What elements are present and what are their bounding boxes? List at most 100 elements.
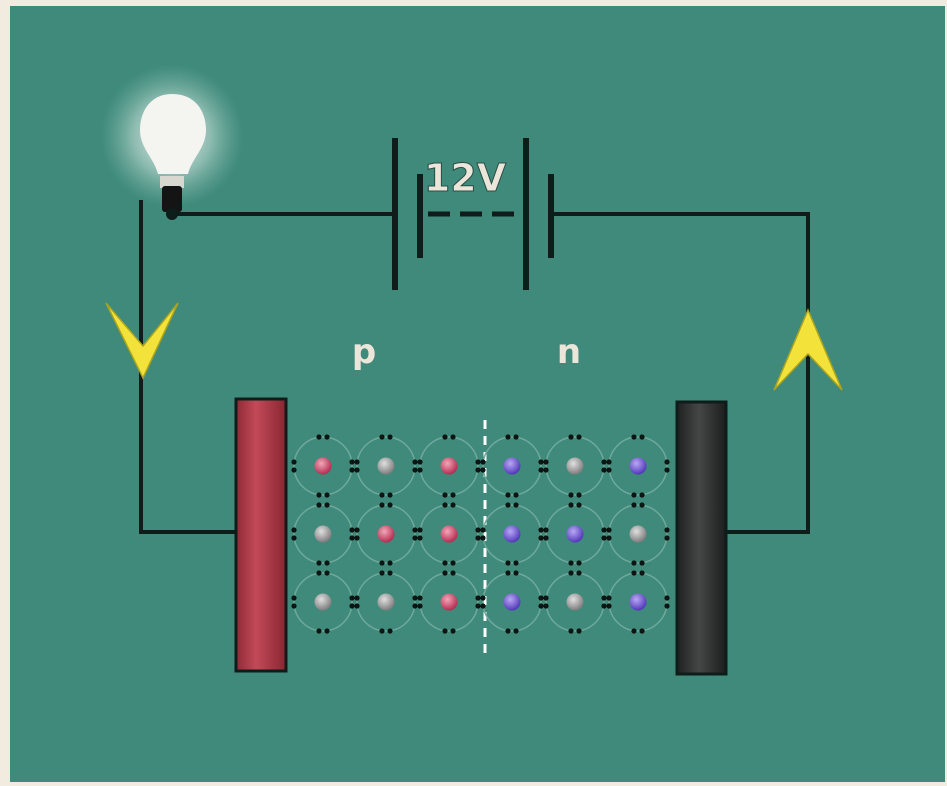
electron-shell bbox=[356, 572, 416, 632]
atom-red bbox=[354, 502, 418, 566]
atom-red bbox=[291, 434, 355, 498]
nucleus-red bbox=[440, 593, 458, 611]
electron bbox=[631, 502, 637, 508]
electron bbox=[576, 434, 582, 440]
electron bbox=[354, 535, 360, 541]
electron bbox=[576, 570, 582, 576]
nucleus-blue bbox=[503, 457, 521, 475]
electron bbox=[480, 595, 486, 601]
current-arrow-up-icon bbox=[773, 308, 843, 391]
electron bbox=[538, 603, 544, 609]
electron bbox=[568, 628, 574, 634]
electron bbox=[631, 628, 637, 634]
electron-shell bbox=[356, 436, 416, 496]
atom-red bbox=[417, 570, 481, 634]
current-arrow-down-icon bbox=[105, 302, 179, 380]
electron bbox=[475, 527, 481, 533]
electron bbox=[543, 603, 549, 609]
electron bbox=[387, 434, 393, 440]
light-bulb-icon bbox=[100, 64, 244, 220]
electron bbox=[543, 595, 549, 601]
electron bbox=[513, 560, 519, 566]
electron bbox=[442, 628, 448, 634]
electron bbox=[475, 535, 481, 541]
electron bbox=[442, 492, 448, 498]
atom-red bbox=[417, 502, 481, 566]
electron bbox=[568, 502, 574, 508]
nucleus-red bbox=[314, 457, 332, 475]
battery-symbol bbox=[392, 138, 554, 290]
electron bbox=[324, 628, 330, 634]
electron bbox=[417, 595, 423, 601]
electron bbox=[379, 560, 385, 566]
electron bbox=[480, 459, 486, 465]
electron-shell bbox=[608, 436, 668, 496]
electron bbox=[349, 459, 355, 465]
electron bbox=[450, 434, 456, 440]
atom-blue bbox=[480, 434, 544, 498]
electron-shell bbox=[482, 436, 542, 496]
electron bbox=[450, 502, 456, 508]
electron bbox=[349, 535, 355, 541]
electron bbox=[417, 535, 423, 541]
atom-gray bbox=[354, 570, 418, 634]
electron bbox=[324, 502, 330, 508]
electron-shell bbox=[482, 504, 542, 564]
electron bbox=[664, 467, 670, 473]
electron bbox=[291, 595, 297, 601]
p-electrode bbox=[234, 397, 288, 673]
nucleus-gray bbox=[566, 457, 584, 475]
nucleus-gray bbox=[566, 593, 584, 611]
electron-shell bbox=[356, 504, 416, 564]
electron bbox=[291, 527, 297, 533]
electron-shell bbox=[608, 504, 668, 564]
electron bbox=[417, 467, 423, 473]
electron bbox=[505, 434, 511, 440]
electron bbox=[606, 467, 612, 473]
electron bbox=[412, 467, 418, 473]
electron-shell bbox=[545, 436, 605, 496]
atom-gray bbox=[354, 434, 418, 498]
electron bbox=[354, 459, 360, 465]
atom-gray bbox=[291, 570, 355, 634]
electron bbox=[450, 560, 456, 566]
electron bbox=[513, 502, 519, 508]
electron bbox=[442, 502, 448, 508]
electron bbox=[664, 459, 670, 465]
electron bbox=[664, 535, 670, 541]
diagram-frame: 12V p n bbox=[10, 6, 945, 782]
electron bbox=[576, 502, 582, 508]
electron bbox=[538, 527, 544, 533]
electron bbox=[480, 527, 486, 533]
electron bbox=[417, 527, 423, 533]
electron bbox=[349, 467, 355, 473]
nucleus-blue bbox=[503, 593, 521, 611]
electron bbox=[450, 628, 456, 634]
nucleus-blue bbox=[503, 525, 521, 543]
nucleus-red bbox=[440, 457, 458, 475]
nucleus-red bbox=[440, 525, 458, 543]
electron-shell bbox=[293, 504, 353, 564]
electron bbox=[316, 492, 322, 498]
electron bbox=[480, 535, 486, 541]
electron bbox=[387, 492, 393, 498]
atom-red bbox=[417, 434, 481, 498]
electron bbox=[379, 628, 385, 634]
atom-gray bbox=[291, 502, 355, 566]
atom-blue bbox=[606, 434, 670, 498]
electron bbox=[543, 459, 549, 465]
electron bbox=[606, 603, 612, 609]
electron bbox=[576, 628, 582, 634]
electron bbox=[606, 527, 612, 533]
electron bbox=[349, 603, 355, 609]
electron bbox=[664, 603, 670, 609]
atom-gray bbox=[606, 502, 670, 566]
electron bbox=[354, 603, 360, 609]
nucleus-gray bbox=[314, 525, 332, 543]
electron bbox=[349, 527, 355, 533]
electron bbox=[639, 628, 645, 634]
electron bbox=[354, 467, 360, 473]
electron bbox=[450, 492, 456, 498]
electron bbox=[568, 434, 574, 440]
electron bbox=[379, 492, 385, 498]
